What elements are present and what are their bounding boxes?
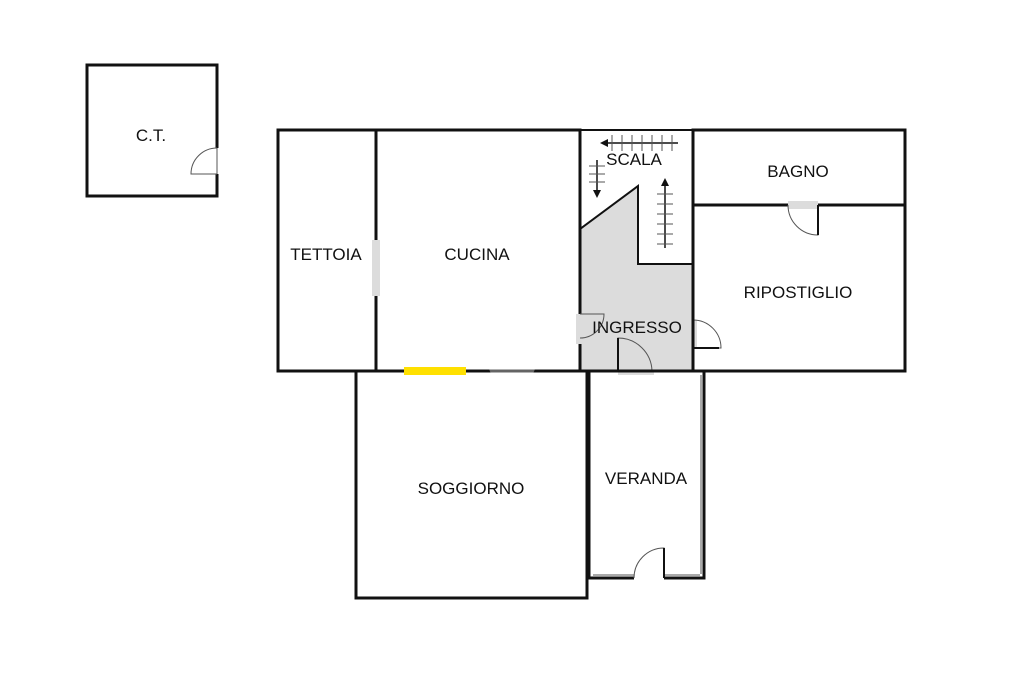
room-label-cucina: CUCINA xyxy=(444,245,510,264)
door-ct xyxy=(190,147,221,175)
room-veranda: VERANDA xyxy=(587,369,706,582)
house-logo-icon xyxy=(462,296,562,386)
room-soggiorno: SOGGIORNO xyxy=(354,367,589,600)
door-veranda xyxy=(633,547,665,582)
stair-arrows xyxy=(589,135,678,248)
room-label-scala: SCALA xyxy=(606,150,662,169)
room-label-bagno: BAGNO xyxy=(767,162,828,181)
room-label-veranda: VERANDA xyxy=(605,469,688,488)
room-label-ingresso: INGRESSO xyxy=(592,318,682,337)
room-tettoia: TETTOIA xyxy=(276,128,378,373)
room-ct: C.T. xyxy=(85,63,221,198)
room-bagno: BAGNO xyxy=(691,128,907,207)
door-bagno xyxy=(787,201,819,236)
room-label-ct: C.T. xyxy=(136,126,166,145)
room-label-soggiorno: SOGGIORNO xyxy=(418,479,525,498)
room-ripostiglio: RIPOSTIGLIO xyxy=(689,201,907,373)
room-label-tettoia: TETTOIA xyxy=(290,245,362,264)
room-label-ripostiglio: RIPOSTIGLIO xyxy=(744,283,853,302)
